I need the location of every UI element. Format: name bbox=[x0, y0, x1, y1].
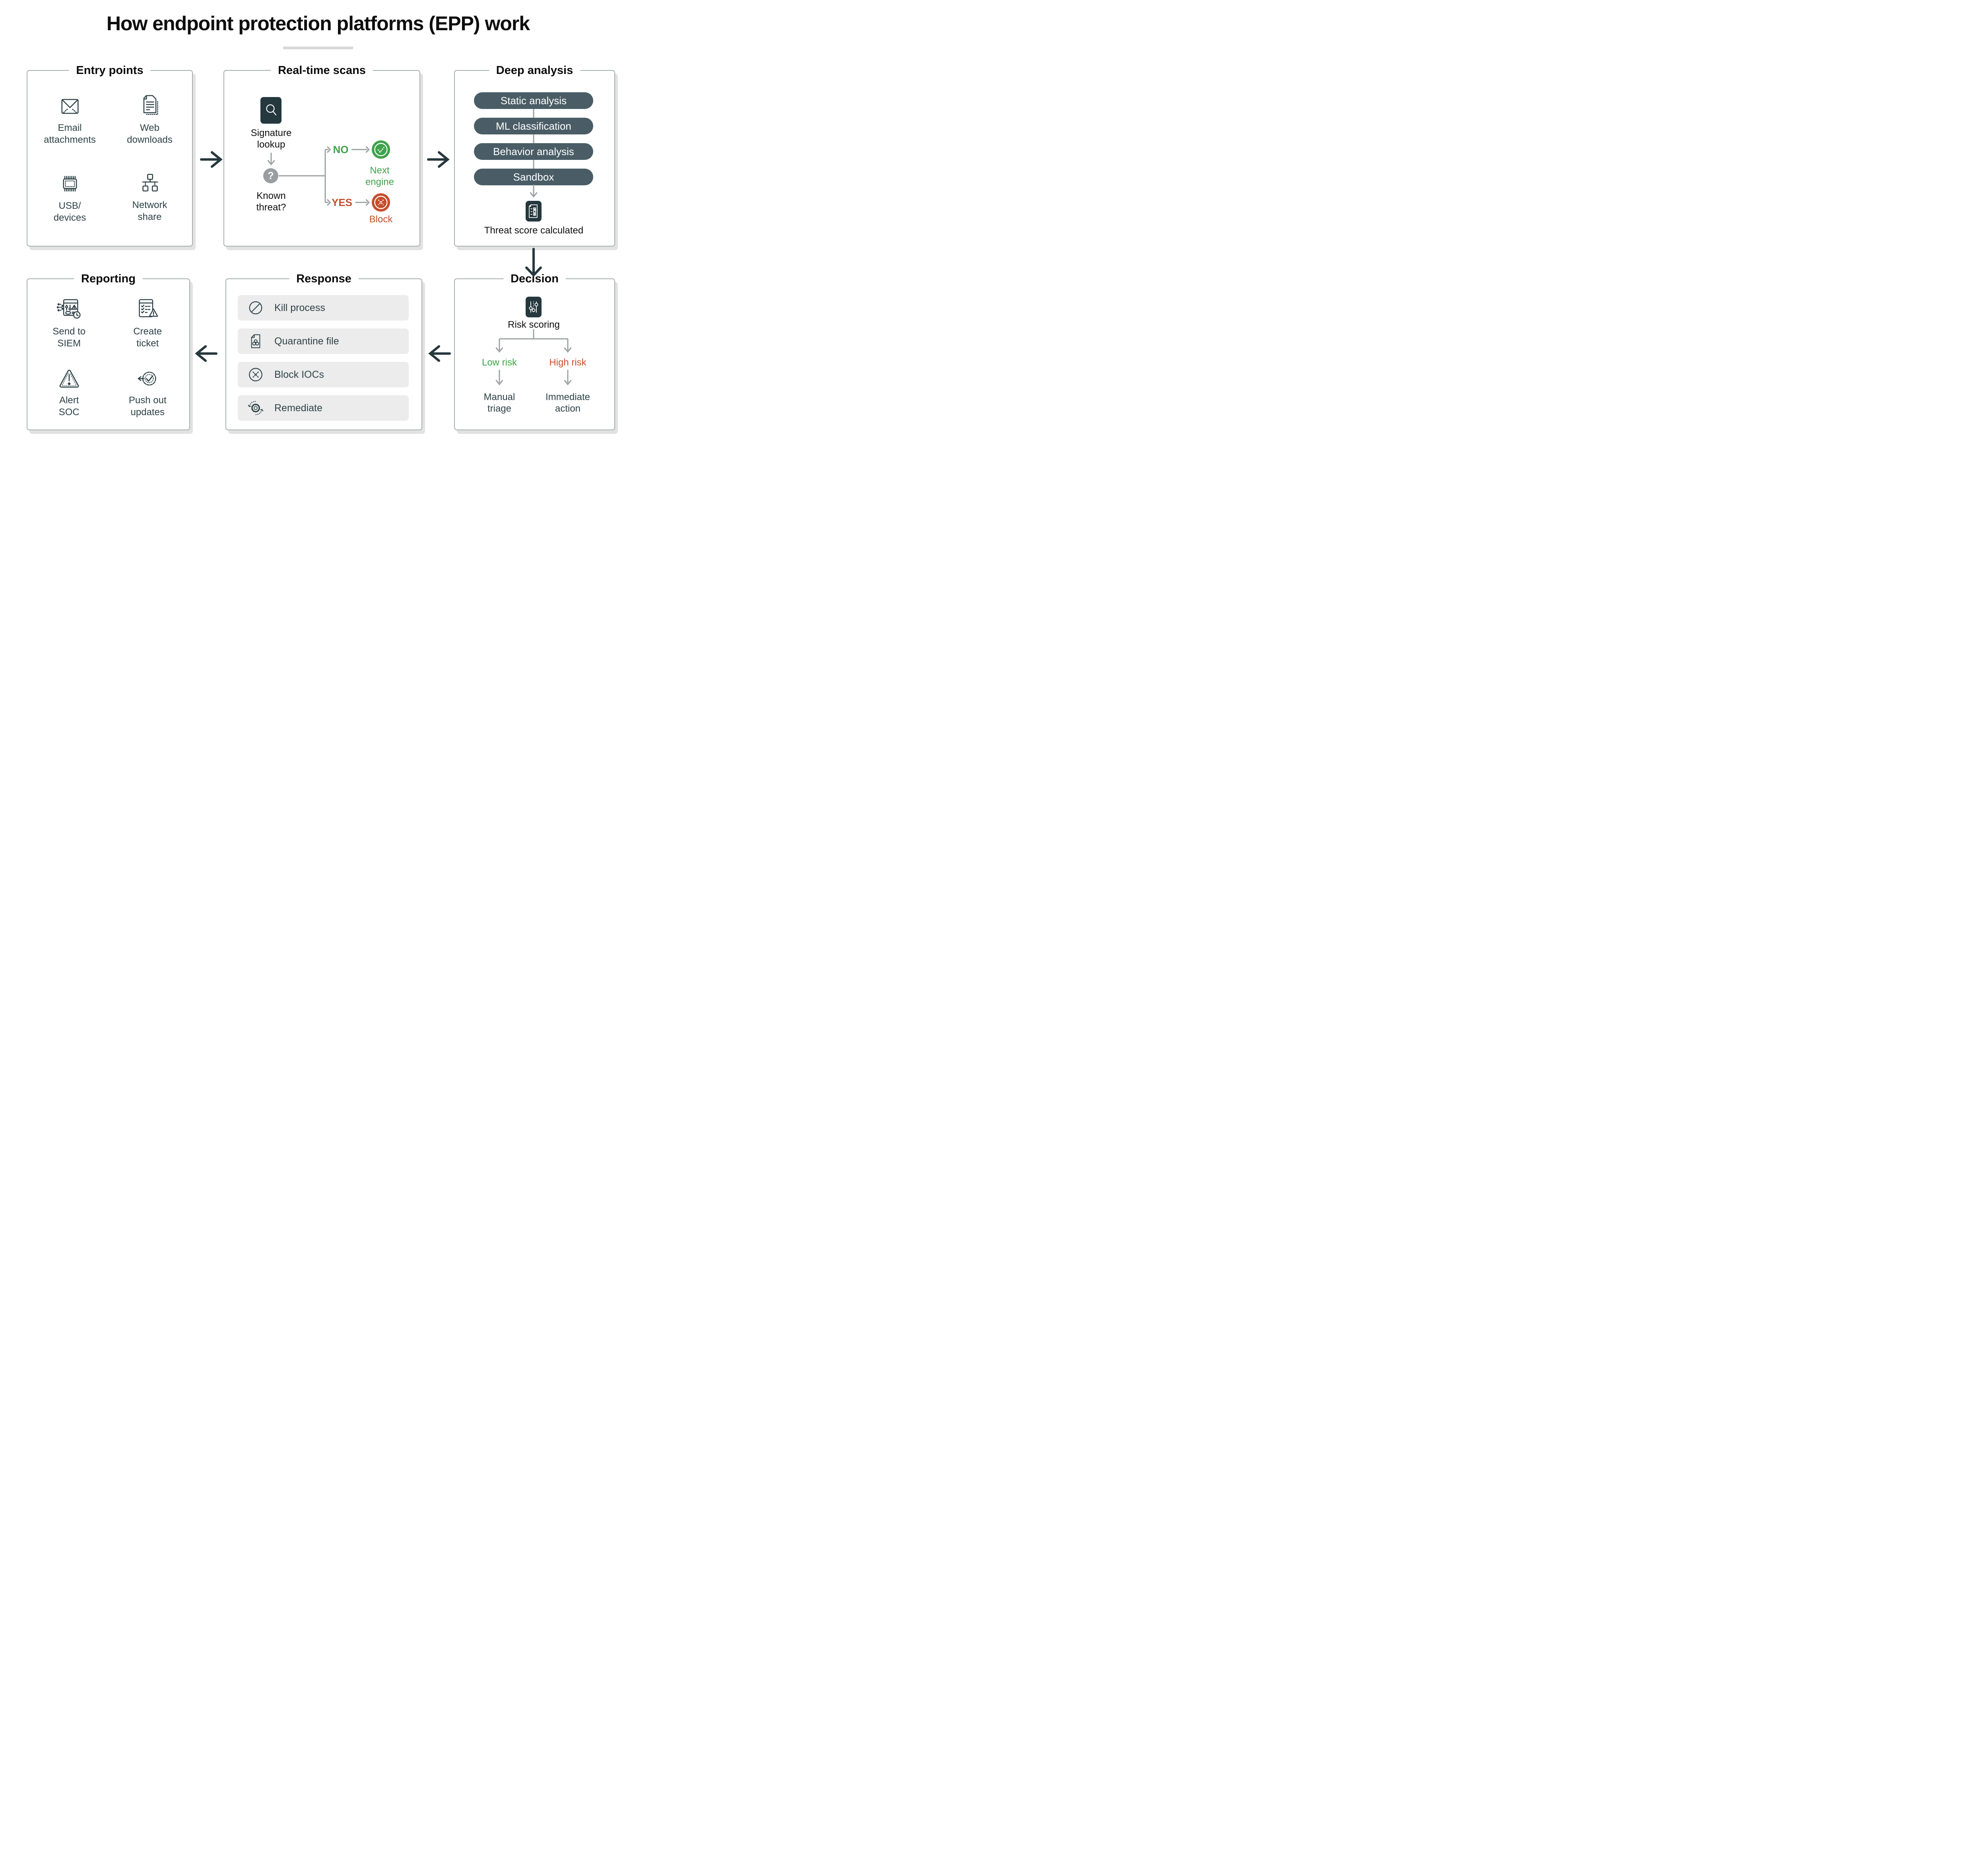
web-downloads-icon bbox=[140, 94, 160, 118]
known-threat-label: Known threat? bbox=[256, 190, 286, 213]
pill-sandbox: Sandbox bbox=[474, 169, 593, 185]
panel-reporting: Reporting Send to SIEM bbox=[27, 271, 190, 430]
send-to-siem-icon bbox=[56, 298, 82, 322]
remediate-icon bbox=[247, 400, 264, 416]
risk-scoring-label: Risk scoring bbox=[508, 319, 560, 330]
panel-deep-analysis-title: Deep analysis bbox=[489, 62, 580, 78]
push-updates-icon bbox=[136, 369, 159, 391]
alert-soc-icon bbox=[58, 369, 80, 391]
email-icon bbox=[59, 96, 81, 118]
signature-lookup-label: Signature lookup bbox=[250, 128, 292, 150]
panel-entry-points-title: Entry points bbox=[69, 62, 151, 78]
kill-process-icon bbox=[247, 299, 264, 316]
entry-item-label: Web downloads bbox=[127, 122, 173, 145]
response-row-label: Quarantine file bbox=[274, 335, 339, 347]
block-x-icon bbox=[372, 193, 390, 212]
reporting-item-alert: Alert SOC bbox=[30, 360, 109, 425]
reporting-item-label: Push out updates bbox=[128, 395, 167, 418]
response-row-remediate: Remediate bbox=[238, 395, 409, 421]
reporting-grid: Send to SIEM Create ticket bbox=[27, 279, 189, 430]
arrow-response-to-reporting-head bbox=[195, 345, 207, 362]
entry-item-label: Email attachments bbox=[44, 122, 96, 145]
response-row-kill-process: Kill process bbox=[238, 295, 409, 321]
entry-item-web: Web downloads bbox=[110, 91, 190, 165]
panel-response-title: Response bbox=[289, 271, 359, 287]
create-ticket-icon bbox=[136, 298, 159, 322]
response-row-block-iocs: Block IOCs bbox=[238, 362, 409, 387]
quarantine-file-icon bbox=[247, 333, 264, 350]
panel-entry-points: Entry points Email attachments W bbox=[27, 62, 193, 247]
title-underline bbox=[283, 47, 353, 49]
manual-triage-label: Manual triage bbox=[483, 392, 515, 414]
high-risk-label: High risk bbox=[549, 357, 586, 368]
reporting-item-label: Create ticket bbox=[133, 326, 162, 349]
reporting-item-ticket: Create ticket bbox=[109, 295, 187, 360]
threat-score-label: Threat score calculated bbox=[484, 225, 584, 236]
panel-reporting-title: Reporting bbox=[74, 271, 143, 287]
threat-score-doc-icon bbox=[526, 201, 542, 222]
block-label: Block bbox=[369, 214, 393, 225]
entry-item-usb: USB/ devices bbox=[30, 165, 110, 239]
yes-branch-label: YES bbox=[331, 196, 353, 208]
reporting-item-label: Send to SIEM bbox=[52, 326, 86, 349]
response-row-label: Kill process bbox=[274, 302, 325, 313]
arrow-scans-to-deep-head bbox=[438, 151, 450, 168]
next-engine-check-icon bbox=[372, 140, 390, 159]
known-threat-question-icon: ? bbox=[263, 168, 278, 183]
response-row-quarantine-file: Quarantine file bbox=[238, 328, 409, 354]
risk-scoring-sliders-icon bbox=[526, 297, 542, 317]
usb-devices-icon bbox=[59, 173, 81, 196]
question-mark: ? bbox=[268, 170, 274, 181]
reporting-item-updates: Push out updates bbox=[109, 360, 187, 425]
reporting-item-label: Alert SOC bbox=[58, 395, 80, 418]
entry-item-label: USB/ devices bbox=[53, 200, 86, 223]
pill-ml-classification: ML classification bbox=[474, 118, 593, 134]
entry-item-label: Network share bbox=[132, 200, 167, 222]
entry-item-email: Email attachments bbox=[30, 91, 110, 165]
arrow-entry-to-scans-head bbox=[211, 151, 223, 168]
entry-points-grid: Email attachments Web downloads bbox=[27, 71, 192, 246]
entry-item-network: Network share bbox=[110, 165, 190, 239]
low-risk-label: Low risk bbox=[481, 357, 517, 368]
network-share-icon bbox=[139, 173, 161, 195]
response-row-label: Remediate bbox=[274, 402, 322, 414]
block-iocs-icon bbox=[247, 366, 264, 383]
pill-behavior-analysis: Behavior analysis bbox=[474, 143, 593, 160]
signature-lookup-icon bbox=[260, 97, 282, 124]
panel-decision-title: Decision bbox=[503, 271, 566, 287]
immediate-action-label: Immediate action bbox=[545, 392, 590, 414]
response-row-label: Block IOCs bbox=[274, 369, 324, 380]
reporting-item-siem: Send to SIEM bbox=[30, 295, 109, 360]
next-engine-label: Next engine bbox=[365, 165, 394, 187]
pill-static-analysis: Static analysis bbox=[474, 92, 593, 109]
no-branch-label: NO bbox=[333, 144, 349, 155]
page-title: How endpoint protection platforms (EPP) … bbox=[106, 12, 530, 35]
arrow-decision-to-response-head bbox=[428, 345, 440, 362]
panel-real-time-scans-title: Real-time scans bbox=[271, 62, 373, 78]
